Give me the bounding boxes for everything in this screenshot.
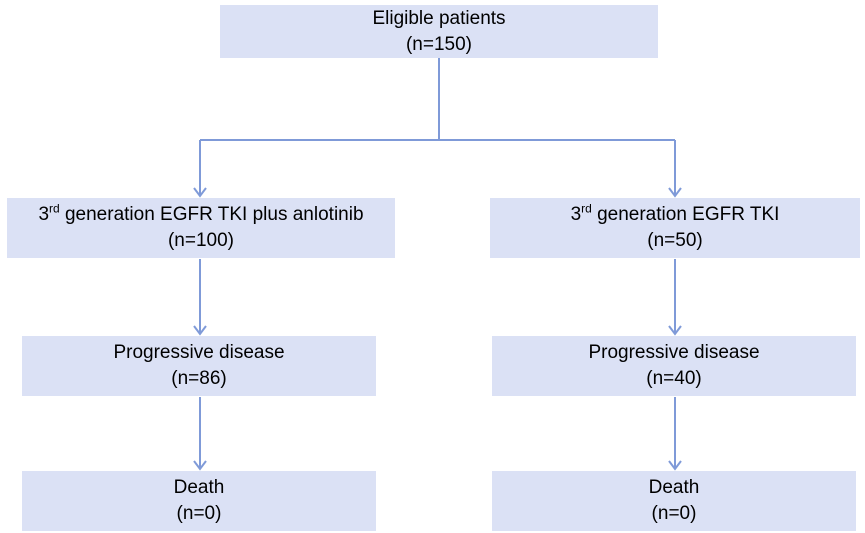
node-label-superscript: rd [581,201,592,216]
node-label: Death [648,477,700,498]
arrow-down-icon [668,460,682,471]
node-label-superscript: rd [49,201,60,216]
arrow-down-icon [193,325,207,336]
arrow-down-icon [193,187,207,198]
node-label: Death [173,477,225,498]
node-label-base: 3 [570,204,582,225]
node-progressive-disease-combo: Progressive disease (n=86) [22,336,376,396]
node-count: (n=0) [651,503,697,524]
node-death-tki: Death (n=0) [492,471,856,531]
node-label: Progressive disease [588,342,760,363]
node-label: Progressive disease [113,342,285,363]
node-count: (n=100) [167,230,235,251]
node-egfr-tki: 3rd generation EGFR TKI (n=50) [490,198,860,258]
node-label: 3rd generation EGFR TKI plus anlotinib [38,202,363,228]
arrow-down-icon [668,187,682,198]
node-label-rest: generation EGFR TKI [591,204,780,225]
node-count: (n=0) [176,503,222,524]
node-label: 3rd generation EGFR TKI [571,202,780,228]
node-eligible-patients: Eligible patients (n=150) [220,5,658,58]
node-count: (n=150) [405,33,473,55]
arrow-down-icon [193,460,207,471]
node-progressive-disease-tki: Progressive disease (n=40) [492,336,856,396]
node-label-rest: generation EGFR TKI plus anlotinib [59,204,364,225]
node-label-base: 3 [38,204,50,225]
node-count: (n=86) [171,368,227,389]
arrow-down-icon [668,325,682,336]
node-egfr-tki-plus-anlotinib: 3rd generation EGFR TKI plus anlotinib (… [7,198,395,258]
node-label: Eligible patients [372,7,506,29]
node-count: (n=50) [647,230,703,251]
node-death-combo: Death (n=0) [22,471,376,531]
node-count: (n=40) [646,368,702,389]
